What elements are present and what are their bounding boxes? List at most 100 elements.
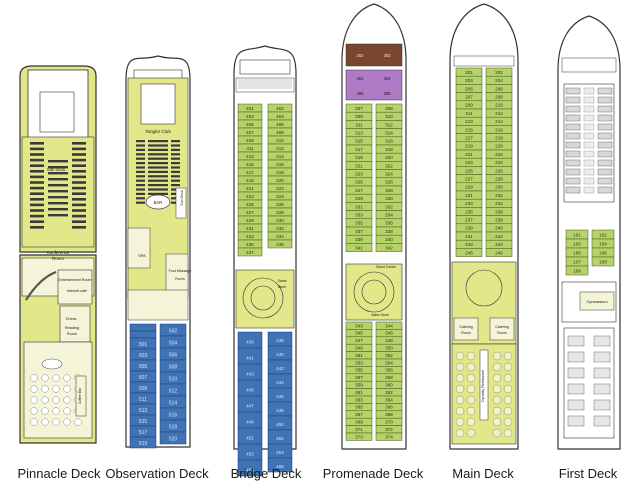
bridge-right-lower-cabin-number: 438 <box>276 338 284 343</box>
bridge-right-lower-cabin <box>267 457 293 473</box>
first-bow-deck <box>561 57 617 73</box>
first-crew-berth <box>583 141 595 149</box>
pinnacle-table <box>30 385 38 393</box>
promenade-right-lower-cabin-number: 344 <box>385 323 393 328</box>
main-right-cabin-number: 206 <box>495 86 503 91</box>
promenade-right-lower-cabin-number: 356 <box>385 368 393 373</box>
main-table <box>503 395 513 405</box>
main-right-cabin-number: 224 <box>495 160 503 165</box>
main-table <box>466 362 476 372</box>
observation-spa <box>127 227 151 269</box>
first-machinery <box>567 399 585 411</box>
promenade-left-lower-cabin-number: 373 <box>355 434 363 439</box>
first-crew-berth <box>597 132 613 140</box>
bridge-right-lower-cabin-number: 444 <box>276 380 284 385</box>
pinnacle-label-sun-deck: Sun Deck <box>47 167 66 172</box>
observation-seat <box>148 144 168 147</box>
observation-seat <box>136 184 145 187</box>
first-machinery <box>593 415 611 427</box>
main-left-cabin-number: 231 <box>465 193 473 198</box>
main-atrium <box>465 269 503 307</box>
bridge-left-lower-cabin-number: 441 <box>246 356 254 361</box>
main-right-cabin-number: 202 <box>495 70 503 75</box>
observation-seat <box>136 162 145 165</box>
pinnacle-table <box>74 418 82 426</box>
main-right-cabin-number: 214 <box>495 119 503 124</box>
main-left-cabin-number: 201 <box>465 70 473 75</box>
pinnacle-entertainment-room <box>57 269 93 305</box>
first-crew-berth <box>583 123 595 131</box>
pinnacle-lounger <box>72 198 86 201</box>
main-left-cabin-number: 217 <box>465 136 473 141</box>
bridge-right-lower-cabin-number: 440 <box>276 352 284 357</box>
pinnacle-table <box>52 418 60 426</box>
first-crew-berth <box>565 87 581 95</box>
observation-right-cabin-number: 506 <box>169 353 178 359</box>
bridge-right-upper-cabin-number: 422 <box>276 186 284 191</box>
promenade-right-lower-cabin-number: 352 <box>385 353 393 358</box>
promenade-right-lower-cabin-number: 364 <box>385 397 393 402</box>
pinnacle-table <box>63 374 71 382</box>
main-table <box>492 362 502 372</box>
promenade-right-upper-cabin-number: 328 <box>385 188 393 193</box>
promenade-left-lower-cabin-number: 363 <box>355 397 363 402</box>
pinnacle-lounger <box>72 153 86 156</box>
pinnacle-lounger <box>48 190 68 193</box>
promenade-left-lower-cabin-number: 349 <box>355 346 363 351</box>
bridge-stair-block <box>235 77 295 93</box>
observation-seat <box>171 140 180 143</box>
promenade-left-upper-cabin-number: 339 <box>355 237 363 242</box>
observation-seat <box>148 166 168 169</box>
bridge-right-upper-cabin-number: 408 <box>276 130 284 135</box>
main-left-cabin-number: 233 <box>465 201 473 206</box>
main-table <box>466 417 476 427</box>
promenade-right-upper-cabin-number: 312 <box>385 122 393 127</box>
promenade-right-lower-cabin-number: 346 <box>385 331 393 336</box>
first-crew-berth <box>597 168 613 176</box>
first-crew-berth <box>597 159 613 167</box>
first-crew-berth <box>583 150 595 158</box>
main-label-room: Room <box>461 331 471 335</box>
bridge-right-lower-cabin-number: 450 <box>276 422 284 427</box>
main-left-cabin-number: 229 <box>465 185 473 190</box>
main-right-cabin-number: 246 <box>495 250 503 255</box>
main-bow-deck <box>453 55 515 67</box>
first-crew-berth <box>597 96 613 104</box>
main-left-cabin-number: 209 <box>465 103 473 108</box>
observation-seat <box>148 188 168 191</box>
observation-right-cabin-number: 518 <box>169 425 178 431</box>
main-right-cabin-number: 222 <box>495 152 503 157</box>
bridge-left-upper-cabin-number: 413 <box>246 154 254 159</box>
pinnacle-lounger <box>48 172 68 175</box>
main-right-cabin-number: 228 <box>495 177 503 182</box>
promenade-right-lower-cabin-number: 370 <box>385 420 393 425</box>
main-left-cabin-number: 215 <box>465 127 473 132</box>
observation-seat <box>171 170 180 173</box>
promenade-right-upper-cabin-number: 324 <box>385 172 393 177</box>
deck-caption-first: First Deck <box>558 466 618 481</box>
bridge-right-upper-cabin-number: 426 <box>276 202 284 207</box>
promenade-cabin-number: 306 <box>357 91 365 96</box>
observation-left-cabin-number: 505 <box>139 364 148 370</box>
pinnacle-lounger <box>72 164 86 167</box>
bridge-left-upper-cabin-number: 435 <box>246 242 254 247</box>
main-left-cabin-number: 227 <box>465 177 473 182</box>
observation-seat <box>148 162 168 165</box>
pinnacle-table <box>63 418 71 426</box>
bridge-left-upper-cabin-number: 409 <box>246 138 254 143</box>
bridge-right-upper-cabin-number: 410 <box>276 138 284 143</box>
promenade-atrium <box>353 271 395 313</box>
promenade-left-upper-cabin-number: 321 <box>355 163 363 168</box>
deck-caption-pinnacle: Pinnacle Deck <box>17 466 101 481</box>
pinnacle-lounger <box>72 158 86 162</box>
observation-seat <box>148 179 168 182</box>
promenade-right-lower-cabin-number: 374 <box>385 434 393 439</box>
observation-skylight <box>140 83 176 125</box>
bridge-left-upper-cabin-number: 417 <box>246 170 254 175</box>
pinnacle-lounger <box>30 147 44 151</box>
observation-sun-deck <box>175 187 187 219</box>
pinnacle-lounger <box>72 181 86 184</box>
first-machinery <box>567 351 585 363</box>
first-right-cabin-number: 108 <box>599 259 607 264</box>
first-crew-berth <box>583 96 595 104</box>
